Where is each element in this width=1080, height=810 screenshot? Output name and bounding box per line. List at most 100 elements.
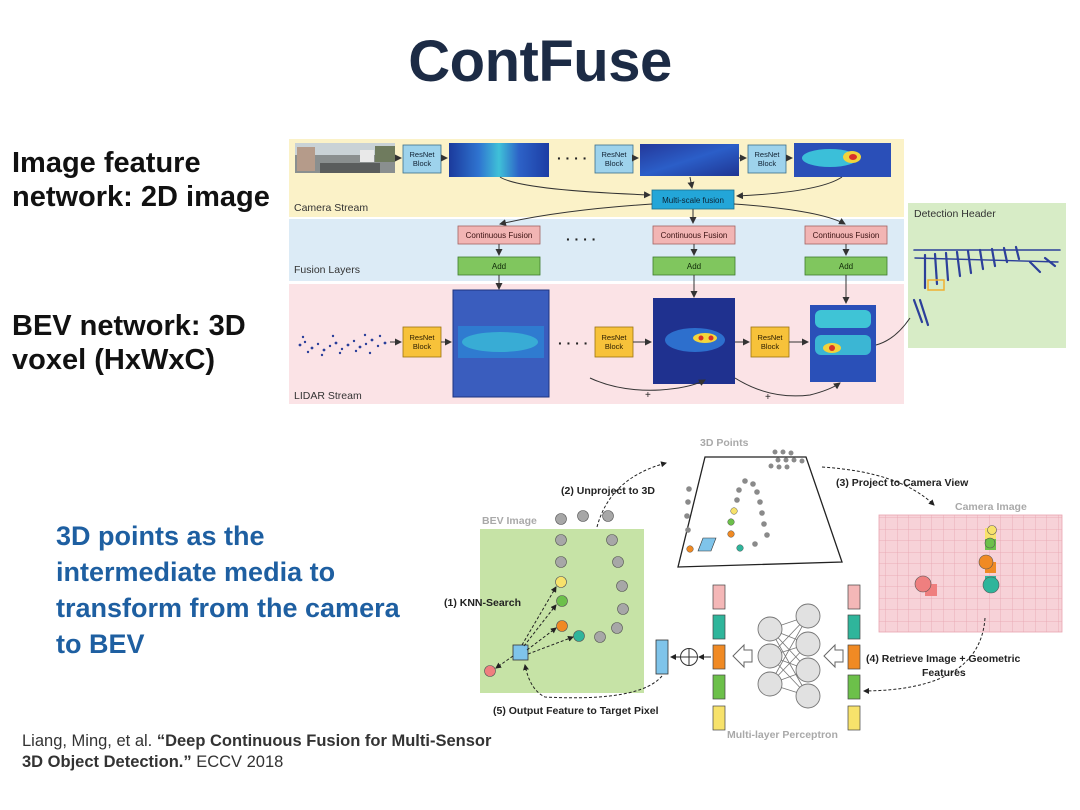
continuous-fusion-block-3[interactable]: Continuous Fusion: [804, 225, 888, 245]
add-block-1[interactable]: Add: [457, 256, 541, 276]
mlp-input-arrow: [823, 643, 844, 669]
lidar-resnet-3-line2: Block: [761, 342, 780, 351]
sum-operator: [680, 648, 698, 666]
lidar-resnet-block-3[interactable]: ResNet Block: [750, 326, 790, 358]
project-arrow: [821, 466, 935, 506]
lidar-input-pointcloud: [298, 333, 387, 357]
point3d-blue-square: [697, 537, 717, 552]
cam-point-orange: [978, 554, 994, 570]
lidar-feature-map-1: [452, 289, 550, 398]
multiscale-fusion-block[interactable]: Multi-scale fusion: [651, 189, 735, 210]
output-feature-pixel: [655, 639, 669, 675]
camera-resnet-3-line2: Block: [758, 159, 777, 168]
step2-label: (2) Unproject to 3D: [561, 485, 655, 497]
point3d-yellow: [730, 507, 738, 515]
output-arrow: [523, 664, 663, 699]
cam-point-green: [984, 537, 996, 549]
camera-resnet-block-2[interactable]: ResNet Block: [594, 144, 634, 174]
lidar-resnet-1-line1: ResNet: [409, 333, 435, 342]
multiscale-fusion-text: Multi-scale fusion: [662, 196, 724, 205]
fusion-layers-band: [289, 219, 904, 281]
bev-point-teal: [573, 630, 585, 642]
lidar-resnet-block-1[interactable]: ResNet Block: [402, 326, 442, 358]
point3d-orange-1: [727, 530, 735, 538]
step4-label-line2: Features: [922, 667, 966, 679]
image-feature-network-label: Image feature network: 2D image: [12, 147, 270, 213]
point3d-orange-2: [686, 545, 694, 553]
camera-ellipsis: · · · ·: [557, 150, 587, 166]
camera-image-label: Camera Image: [955, 501, 1027, 513]
camera-resnet-1-line1: ResNet: [409, 150, 435, 159]
detection-pointcloud: [912, 245, 1061, 327]
fusion-ellipsis: · · · ·: [566, 231, 596, 247]
intermediate-media-label: 3D points as the intermediate media to t…: [56, 521, 400, 659]
lidar-resnet-2-line1: ResNet: [601, 333, 627, 342]
retrieve-arrow: [863, 617, 986, 694]
continuous-fusion-block-1[interactable]: Continuous Fusion: [457, 225, 541, 245]
camera-stream-label: Camera Stream: [294, 202, 368, 214]
detection-box: [927, 279, 945, 291]
points-3d-label: 3D Points: [700, 437, 749, 449]
detection-header-panel: [908, 203, 1066, 348]
slide-title: ContFuse: [408, 29, 672, 94]
step3-label: (3) Project to Camera View: [836, 477, 969, 489]
citation-authors: Liang, Ming, et al.: [22, 732, 157, 750]
cam-point-red: [914, 575, 932, 593]
lidar-resnet-block-2[interactable]: ResNet Block: [594, 326, 634, 358]
step4-label-line1: (4) Retrieve Image + Geometric: [866, 653, 1021, 665]
camera-resnet-block-3[interactable]: ResNet Block: [747, 144, 787, 174]
detection-header-label: Detection Header: [914, 208, 996, 220]
skip-plus-1: +: [645, 390, 651, 401]
camera-resnet-2-line2: Block: [605, 159, 624, 168]
bev-target-pixel: [512, 644, 529, 661]
bev-points: [555, 510, 629, 643]
cam-point-yellow: [987, 525, 997, 535]
skip-plus-2: +: [765, 392, 771, 403]
camera-resnet-block-1[interactable]: ResNet Block: [402, 144, 442, 174]
continuous-fusion-1-text: Continuous Fusion: [466, 231, 533, 240]
continuous-fusion-2-text: Continuous Fusion: [661, 231, 728, 240]
lidar-ellipsis: · · · ·: [558, 335, 588, 351]
unproject-arrow: [596, 461, 667, 528]
continuous-fusion-3-text: Continuous Fusion: [813, 231, 880, 240]
camera-feature-map-3: [794, 143, 891, 177]
camera-resnet-2-line1: ResNet: [601, 150, 627, 159]
citation-venue: ECCV 2018: [191, 753, 284, 771]
lidar-resnet-1-line2: Block: [413, 342, 432, 351]
output-feature-column: [712, 584, 726, 731]
lidar-resnet-3-line1: ResNet: [757, 333, 783, 342]
camera-feature-map-1: [449, 143, 549, 177]
add-block-3[interactable]: Add: [804, 256, 888, 276]
lidar-resnet-2-line2: Block: [605, 342, 624, 351]
mlp-label: Multi-layer Perceptron: [727, 729, 838, 741]
point3d-green: [727, 518, 735, 526]
camera-resnet-1-line2: Block: [413, 159, 432, 168]
mlp-output-arrow: [732, 643, 753, 669]
knn-arrows: [495, 586, 574, 669]
camera-resnet-3-line1: ResNet: [754, 150, 780, 159]
add-1-text: Add: [492, 262, 506, 271]
camera-feature-map-2: [640, 144, 739, 176]
mlp-network: [757, 603, 821, 709]
points-3d-cloud: [684, 449, 805, 547]
fusion-layers-label: Fusion Layers: [294, 264, 360, 276]
citation: Liang, Ming, et al. “Deep Continuous Fus…: [22, 731, 492, 773]
add-block-2[interactable]: Add: [652, 256, 736, 276]
lidar-feature-map-2: [653, 298, 735, 384]
bev-point-green: [556, 595, 568, 607]
citation-title: “Deep Continuous Fusion for Multi-Sensor…: [22, 732, 492, 771]
bev-point-orange: [556, 620, 568, 632]
add-3-text: Add: [839, 262, 853, 271]
camera-input-image: [295, 143, 395, 173]
bev-network-label: BEV network: 3D voxel (HxWxC): [12, 310, 246, 376]
add-2-text: Add: [687, 262, 701, 271]
cam-point-teal: [982, 576, 1000, 594]
lidar-feature-map-3: [810, 305, 876, 382]
bev-point-yellow: [555, 576, 567, 588]
lidar-stream-label: LIDAR Stream: [294, 390, 362, 402]
step1-label: (1) KNN-Search: [444, 597, 521, 609]
step5-label: (5) Output Feature to Target Pixel: [493, 705, 659, 717]
point3d-teal: [736, 544, 744, 552]
continuous-fusion-block-2[interactable]: Continuous Fusion: [652, 225, 736, 245]
